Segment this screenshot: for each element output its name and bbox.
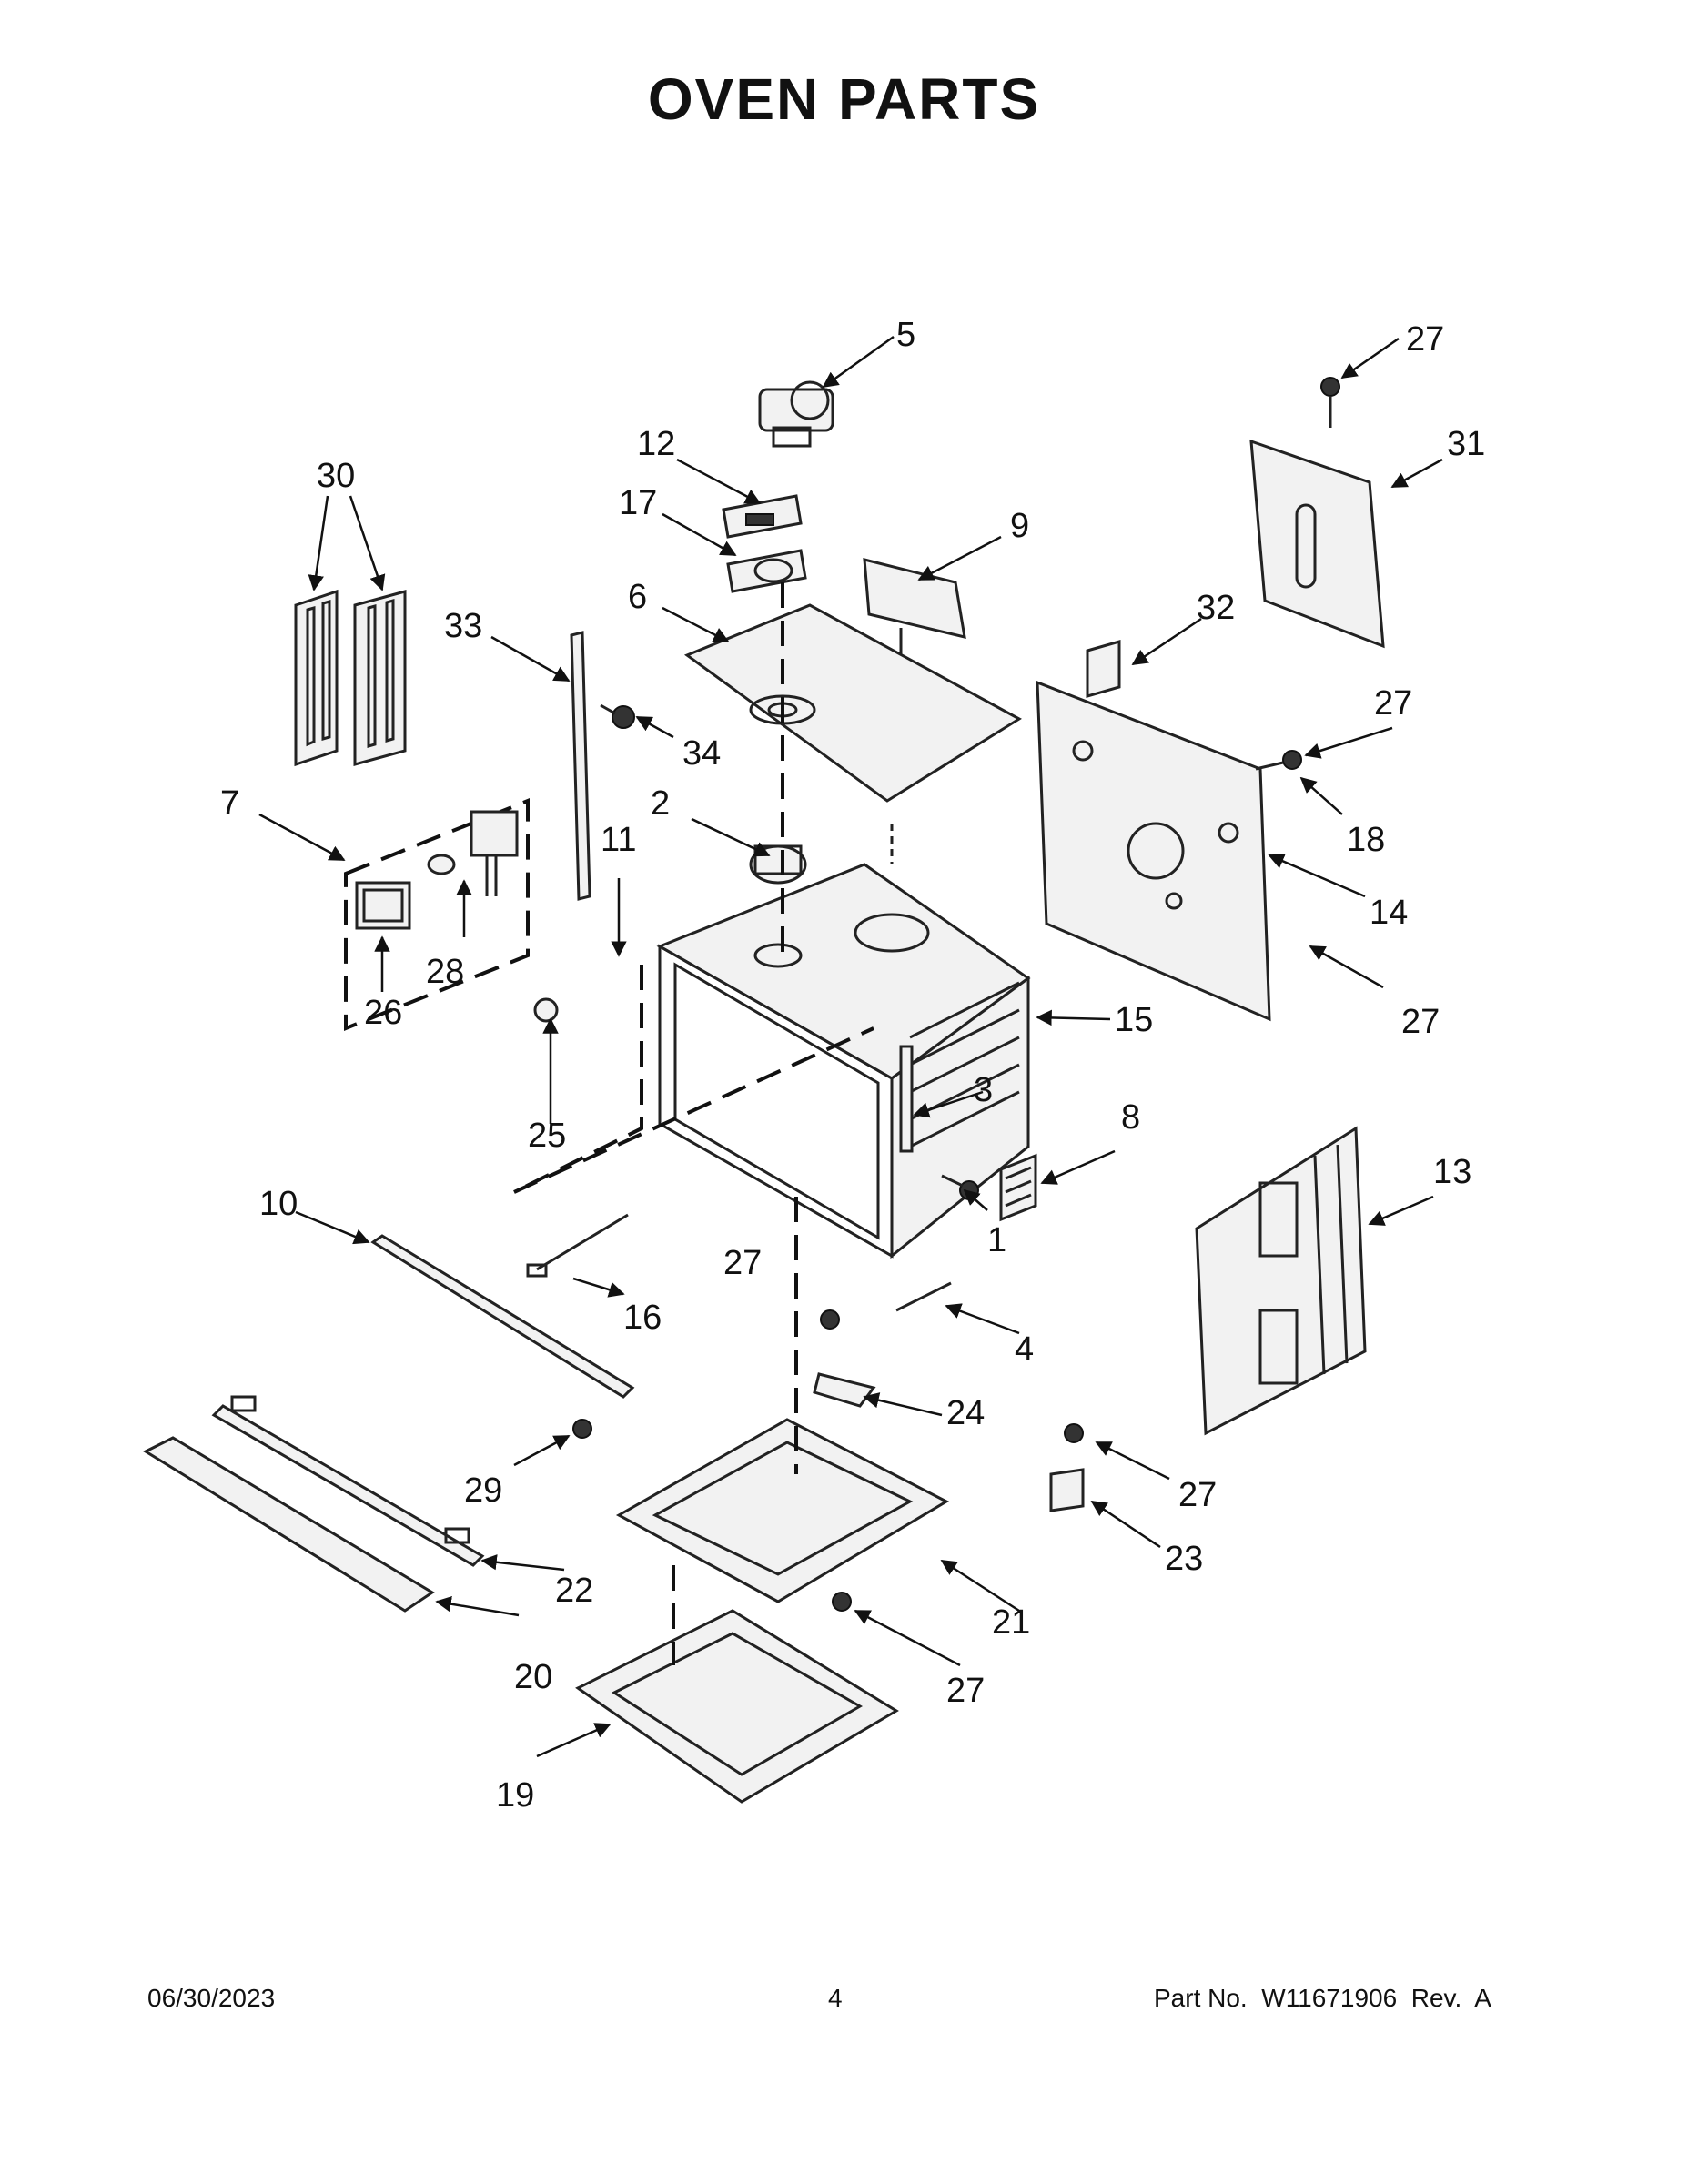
- callout-25: 25: [528, 1117, 566, 1155]
- callout-20: 20: [514, 1658, 552, 1696]
- part-30-drawing: [294, 589, 407, 767]
- part-9-drawing: [863, 558, 966, 655]
- callout-33: 33: [444, 607, 482, 645]
- footer-part-number: Part No. W11671906 Rev. A: [1154, 1984, 1491, 2012]
- part-7-group: [344, 798, 530, 1031]
- page-title: OVEN PARTS: [647, 66, 1041, 132]
- callout-9: 9: [1010, 507, 1029, 545]
- callout-31: 31: [1447, 425, 1485, 463]
- part-16-drawing: [526, 1213, 629, 1278]
- callout-27-rear-low: 27: [1401, 1003, 1440, 1041]
- callout-27-mid: 27: [723, 1244, 762, 1282]
- part-22-drawing: [211, 1395, 485, 1567]
- callout-27-right: 27: [1178, 1476, 1217, 1514]
- callout-7: 7: [220, 784, 239, 823]
- callout-4: 4: [1015, 1330, 1034, 1369]
- callout-26: 26: [364, 994, 402, 1032]
- part-24-drawing: [813, 1309, 876, 1408]
- part-5-drawing: [758, 380, 834, 448]
- part-34-drawing: [600, 703, 635, 729]
- callout-17: 17: [619, 484, 657, 522]
- callout-21: 21: [992, 1603, 1030, 1642]
- callout-30: 30: [317, 457, 355, 495]
- callout-14: 14: [1370, 894, 1408, 932]
- callout-27-rear: 27: [1374, 684, 1412, 723]
- callout-28: 28: [426, 953, 464, 991]
- part-6-drawing: [683, 603, 1022, 803]
- part-18-drawing: [1255, 750, 1302, 771]
- callout-19: 19: [496, 1776, 534, 1815]
- callout-18: 18: [1347, 821, 1385, 859]
- part-21-drawing: [615, 1418, 950, 1612]
- part-4-drawing: [895, 1281, 952, 1312]
- callout-5: 5: [896, 316, 915, 354]
- footer-date: 06/30/2023: [147, 1984, 276, 2012]
- callout-6: 6: [628, 578, 647, 616]
- part-32-drawing: [1086, 640, 1121, 698]
- part-19-drawing: [575, 1609, 899, 1804]
- part-20-drawing: [142, 1436, 435, 1613]
- callout-8: 8: [1121, 1098, 1140, 1137]
- callout-34: 34: [682, 734, 721, 773]
- callout-1: 1: [987, 1221, 1006, 1259]
- part-25-drawing: [533, 997, 559, 1023]
- footer-page-number: 4: [828, 1984, 843, 2012]
- callout-2: 2: [651, 784, 670, 823]
- callout-24: 24: [946, 1394, 985, 1432]
- oven-cavity-drawing: [656, 863, 1031, 1259]
- part-23-drawing: [1049, 1423, 1085, 1512]
- callout-10: 10: [259, 1185, 298, 1223]
- callout-23: 23: [1165, 1540, 1203, 1578]
- assembly-lines: [513, 582, 894, 1665]
- callout-22: 22: [555, 1572, 593, 1610]
- part-31-drawing: [1249, 377, 1385, 649]
- callout-15: 15: [1115, 1001, 1153, 1039]
- callout-11: 11: [601, 821, 636, 859]
- callout-13: 13: [1433, 1153, 1471, 1191]
- callout-3: 3: [974, 1071, 993, 1109]
- callout-16: 16: [623, 1299, 662, 1337]
- callout-labels: 5 12 17 9 6 27 31 32 27 18 14 27 15 8 13…: [220, 316, 1485, 1815]
- part-33-drawing: [570, 631, 591, 901]
- callout-27-bottom: 27: [946, 1672, 985, 1710]
- callout-32: 32: [1197, 589, 1235, 627]
- callout-29: 29: [464, 1471, 502, 1510]
- part-10-drawing: [370, 1234, 635, 1439]
- part-8-drawing: [999, 1153, 1037, 1222]
- part-13-drawing: [1195, 1126, 1367, 1436]
- leader-arrows: [258, 335, 1443, 1758]
- part-14-drawing: [1036, 680, 1271, 1022]
- callout-12: 12: [637, 425, 675, 463]
- callout-27-top: 27: [1406, 320, 1444, 359]
- part-12-drawing: [722, 494, 803, 539]
- part-17-drawing: [726, 549, 807, 593]
